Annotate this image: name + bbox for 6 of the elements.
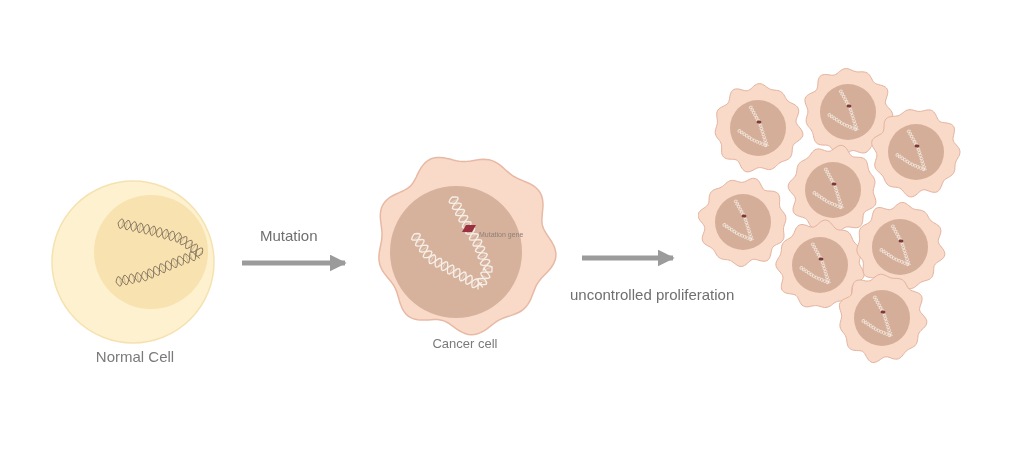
arrow	[582, 249, 675, 267]
edge-label: Mutation	[258, 227, 320, 244]
cell-label: Normal Cell	[94, 348, 176, 365]
arrow	[242, 254, 347, 272]
cell-label: Cancer cell	[431, 336, 499, 351]
edge-label: uncontrolled proliferation	[568, 286, 737, 303]
